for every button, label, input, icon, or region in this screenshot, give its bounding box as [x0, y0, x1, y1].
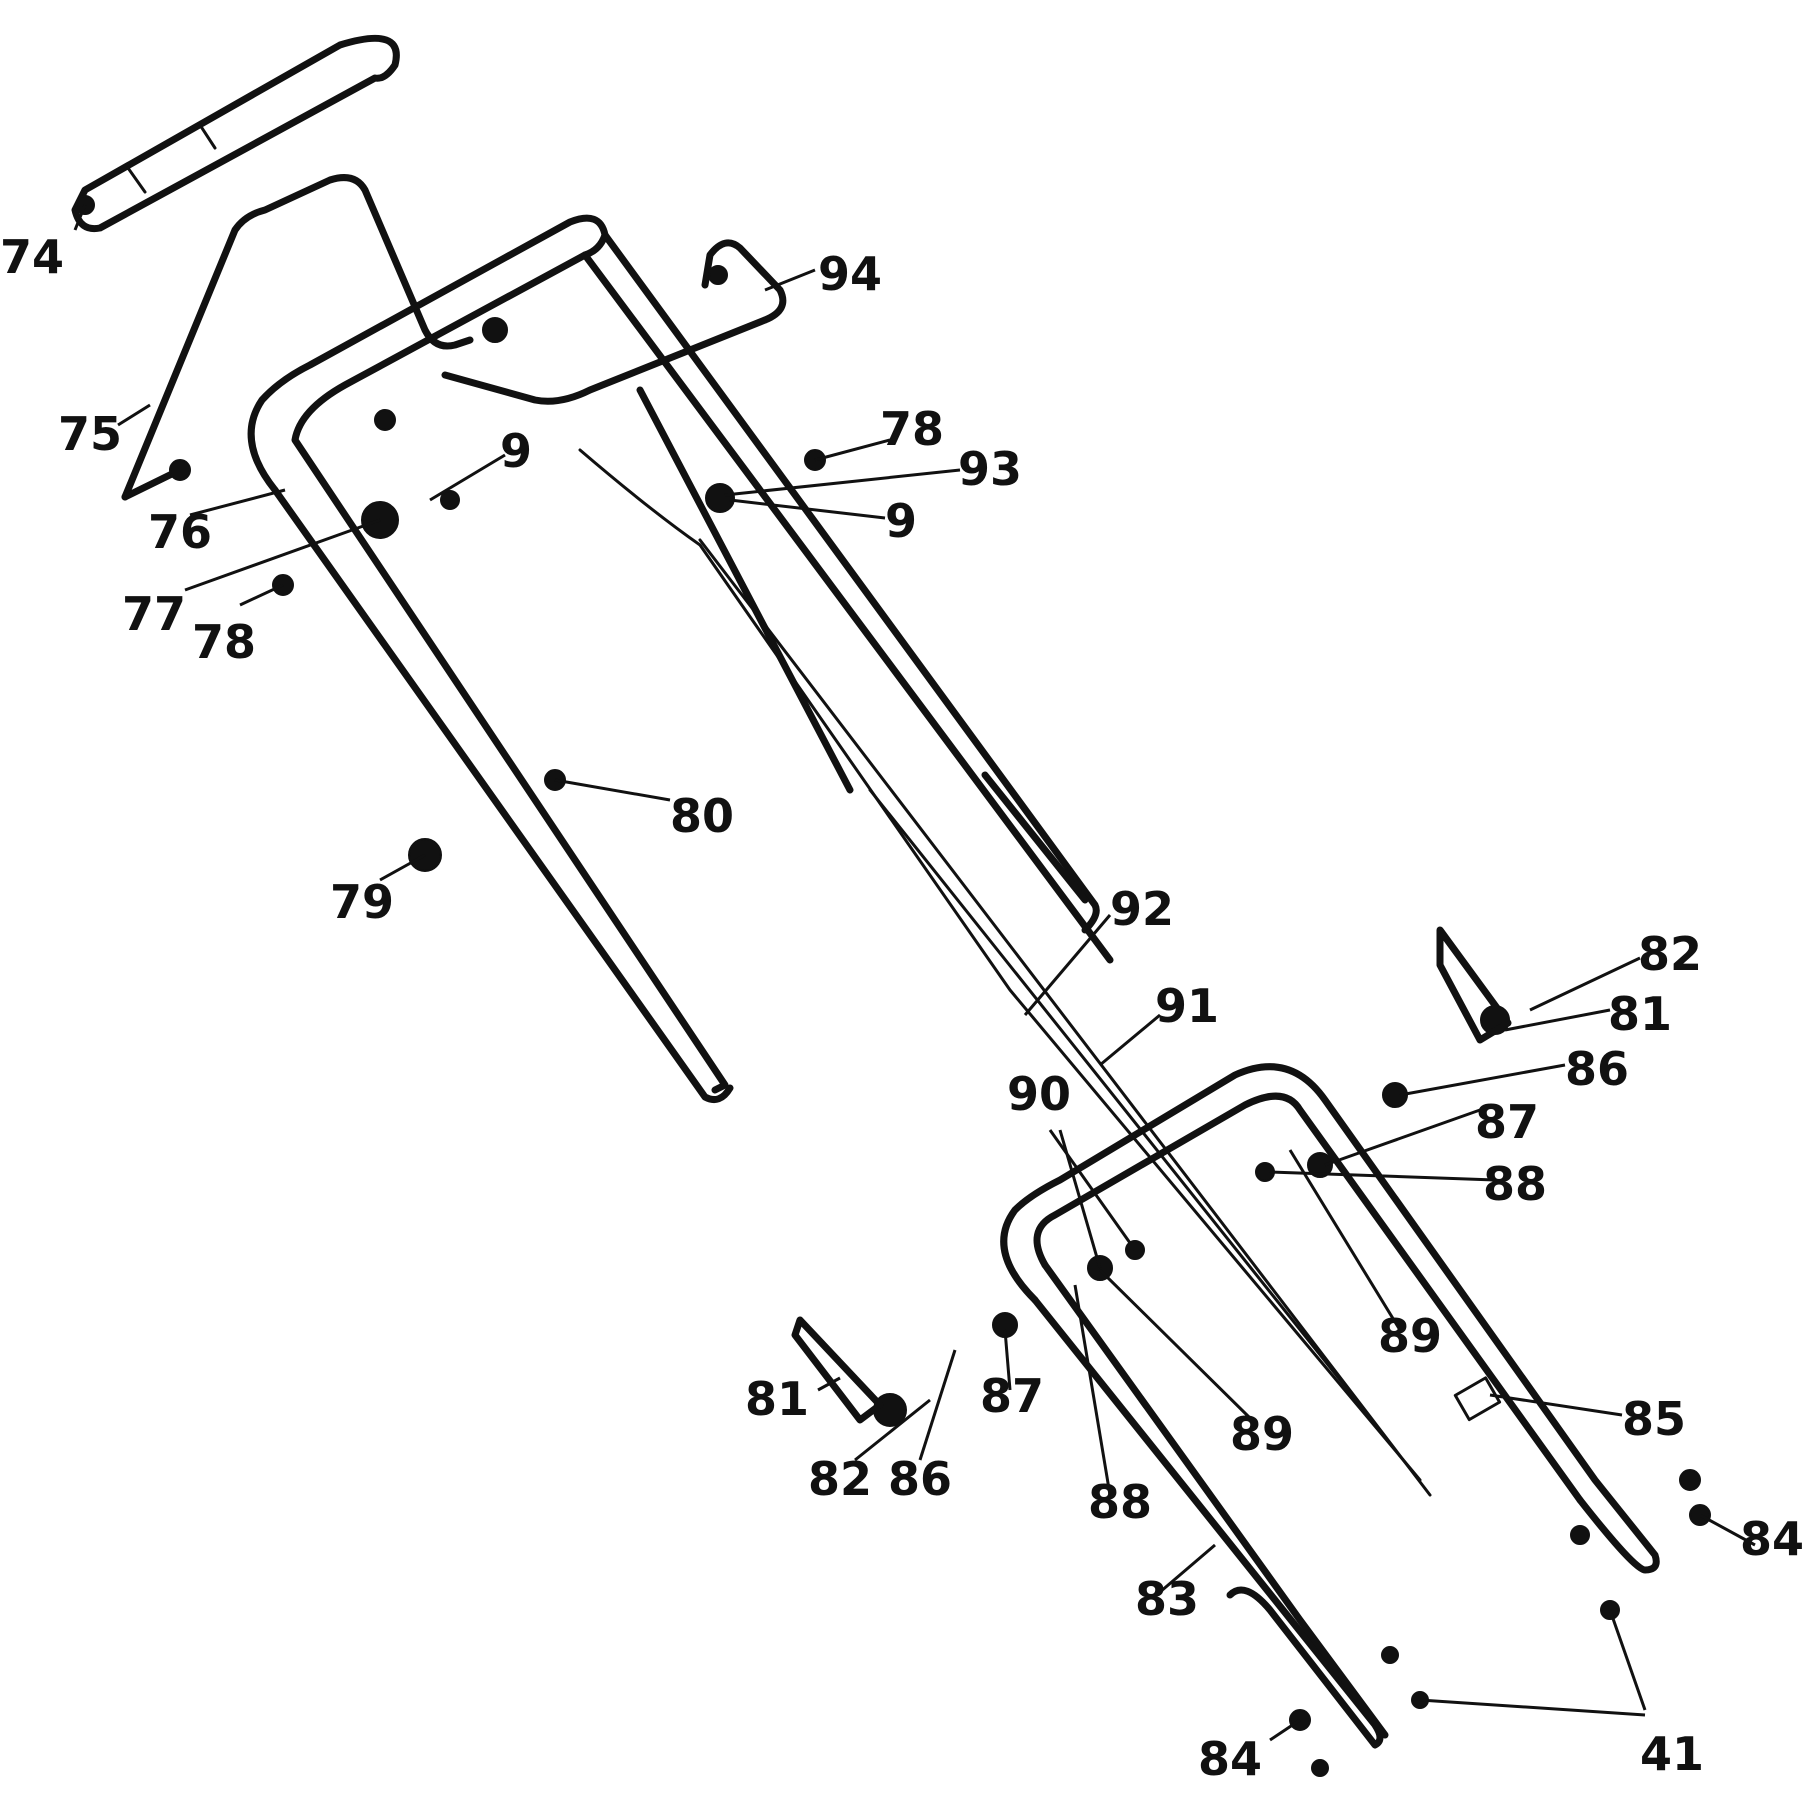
callout-85: 85 [1622, 1392, 1686, 1446]
part-94-cable-hook [701, 239, 787, 324]
leader-lines [73, 204, 1756, 1742]
callout-41: 41 [1640, 1727, 1704, 1781]
callout-81: 81 [745, 1372, 809, 1426]
callout-9: 9 [500, 424, 532, 478]
callout-76: 76 [148, 505, 212, 559]
callout-79: 79 [330, 875, 394, 929]
callout-80: 80 [670, 789, 734, 843]
part-74-handle-grip [71, 34, 400, 233]
callout-74: 74 [0, 230, 64, 284]
callout-78: 78 [192, 615, 256, 669]
callout-75: 75 [58, 407, 122, 461]
callout-77: 77 [122, 587, 186, 641]
callout-82: 82 [1638, 927, 1702, 981]
callout-88: 88 [1483, 1157, 1547, 1211]
parts-91-92-cables [578, 386, 1432, 1497]
callout-9: 9 [885, 494, 917, 548]
callout-83: 83 [1135, 1572, 1199, 1626]
callout-78: 78 [880, 402, 944, 456]
callout-81: 81 [1608, 987, 1672, 1041]
upper-handle [247, 214, 1114, 1103]
callout-88: 88 [1088, 1475, 1152, 1529]
hardware-parts [75, 195, 1711, 1777]
callout-94: 94 [818, 247, 882, 301]
callout-84: 84 [1740, 1512, 1804, 1566]
callout-90: 90 [1007, 1067, 1071, 1121]
callout-89: 89 [1378, 1309, 1442, 1363]
callout-labels: 74 75 76 77 78 78 9 9 93 94 79 80 92 91 … [0, 230, 1804, 1786]
callout-87: 87 [1475, 1095, 1539, 1149]
callout-84: 84 [1198, 1732, 1262, 1786]
callout-92: 92 [1110, 882, 1174, 936]
callout-91: 91 [1155, 979, 1219, 1033]
callout-93: 93 [958, 442, 1022, 496]
callout-86: 86 [888, 1452, 952, 1506]
callout-86: 86 [1565, 1042, 1629, 1096]
lower-handle [1000, 1063, 1660, 1749]
callout-82: 82 [808, 1452, 872, 1506]
callout-87: 87 [980, 1369, 1044, 1423]
callout-89: 89 [1230, 1407, 1294, 1461]
